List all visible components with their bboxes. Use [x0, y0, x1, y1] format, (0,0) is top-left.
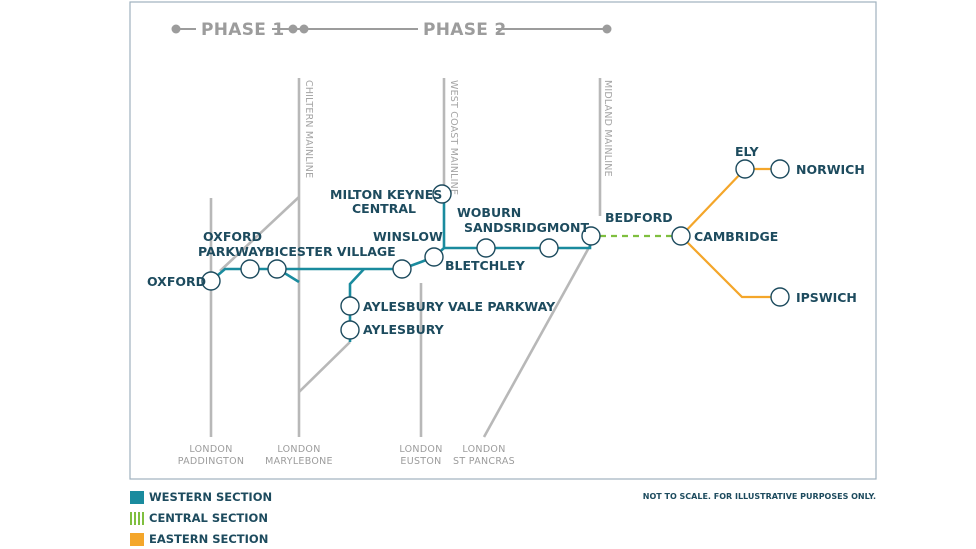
scale-disclaimer: NOT TO SCALE. FOR ILLUSTRATIVE PURPOSES …	[642, 492, 876, 501]
station-node-bicester-village[interactable]	[267, 259, 287, 279]
station-node-norwich[interactable]	[770, 159, 790, 179]
terminus-paddington-line2: PADDINGTON	[178, 456, 245, 467]
label-woburn-line1: WOBURN	[457, 205, 521, 220]
label-bedford: BEDFORD	[605, 210, 673, 225]
label-winslow: WINSLOW	[373, 229, 443, 244]
west-coast-mainline-label: WEST COAST MAINLINE	[448, 80, 459, 195]
phase-bar: PHASE 1 PHASE 2	[171, 20, 612, 40]
station-node-ipswich[interactable]	[770, 287, 790, 307]
station-nodes	[201, 159, 790, 340]
mainlines	[209, 78, 602, 438]
label-oxford-parkway-line2: PARKWAY	[198, 244, 267, 259]
phase1-label: PHASE 1	[201, 20, 285, 40]
terminus-stpancras-line2: ST PANCRAS	[453, 456, 515, 467]
label-cambridge: CAMBRIDGE	[694, 229, 778, 244]
label-oxford: OXFORD	[147, 274, 206, 289]
london-termini: LONDON PADDINGTON LONDON MARYLEBONE LOND…	[178, 444, 515, 467]
terminus-euston-line2: EUSTON	[400, 456, 441, 467]
label-ridgmont: RIDGMONT	[512, 220, 589, 235]
station-node-oxford-parkway[interactable]	[240, 259, 260, 279]
terminus-marylebone-line2: MARYLEBONE	[265, 456, 333, 467]
label-bicester-village: BICESTER VILLAGE	[265, 244, 396, 259]
legend-eastern: EASTERN SECTION	[130, 530, 268, 548]
legend-western-swatch	[130, 490, 144, 504]
chiltern-spur-oxford	[219, 196, 300, 272]
label-bletchley: BLETCHLEY	[445, 258, 526, 273]
station-node-bletchley[interactable]	[424, 247, 444, 267]
chiltern-mainline-label: CHILTERN MAINLINE	[303, 80, 314, 178]
midland-mainline-label: MIDLAND MAINLINE	[602, 80, 613, 177]
midland-mainline-south	[482, 241, 594, 438]
legend-central-label: CENTRAL SECTION	[149, 511, 268, 525]
legend-western-label: WESTERN SECTION	[149, 490, 273, 504]
phase2-start-dot	[299, 24, 309, 34]
terminus-euston-line1: LONDON	[399, 444, 442, 455]
legend-central-swatch	[130, 511, 144, 525]
label-milton-keynes-line1: MILTON KEYNES	[330, 187, 442, 202]
legend-central: CENTRAL SECTION	[130, 509, 268, 527]
label-norwich: NORWICH	[796, 162, 865, 177]
station-node-aylesbury[interactable]	[340, 320, 360, 340]
phase1-start-dot	[171, 24, 181, 34]
label-ipswich: IPSWICH	[796, 290, 857, 305]
aylesbury-link-line	[298, 341, 351, 393]
phase2-label: PHASE 2	[423, 20, 507, 40]
station-node-woburn-sands[interactable]	[476, 238, 496, 258]
label-woburn-line2: SANDS	[464, 220, 513, 235]
legend-eastern-label: EASTERN SECTION	[149, 532, 269, 546]
station-node-bedford[interactable]	[581, 226, 601, 246]
station-node-cambridge[interactable]	[671, 226, 691, 246]
station-node-aylesbury-vale-parkway[interactable]	[340, 296, 360, 316]
label-aylesbury: AYLESBURY	[363, 322, 445, 337]
label-oxford-parkway-line1: OXFORD	[203, 229, 262, 244]
station-labels: OXFORD OXFORD PARKWAY BICESTER VILLAGE M…	[147, 144, 865, 337]
terminus-stpancras-line1: LONDON	[462, 444, 505, 455]
station-node-oxford[interactable]	[201, 271, 221, 291]
station-node-winslow[interactable]	[392, 259, 412, 279]
station-node-ely[interactable]	[735, 159, 755, 179]
legend-western: WESTERN SECTION	[130, 488, 272, 506]
terminus-marylebone-line1: LONDON	[277, 444, 320, 455]
map-frame	[129, 1, 877, 480]
label-aylesbury-vale-parkway: AYLESBURY VALE PARKWAY	[363, 299, 556, 314]
legend-eastern-swatch	[130, 532, 144, 546]
station-node-ridgmont[interactable]	[539, 238, 559, 258]
station-node-milton-keynes[interactable]	[432, 184, 452, 204]
terminus-paddington-line1: LONDON	[189, 444, 232, 455]
label-milton-keynes-line2: CENTRAL	[352, 201, 416, 216]
label-ely: ELY	[735, 144, 760, 159]
phase1-end-dot	[288, 24, 298, 34]
phase2-end-dot	[602, 24, 612, 34]
